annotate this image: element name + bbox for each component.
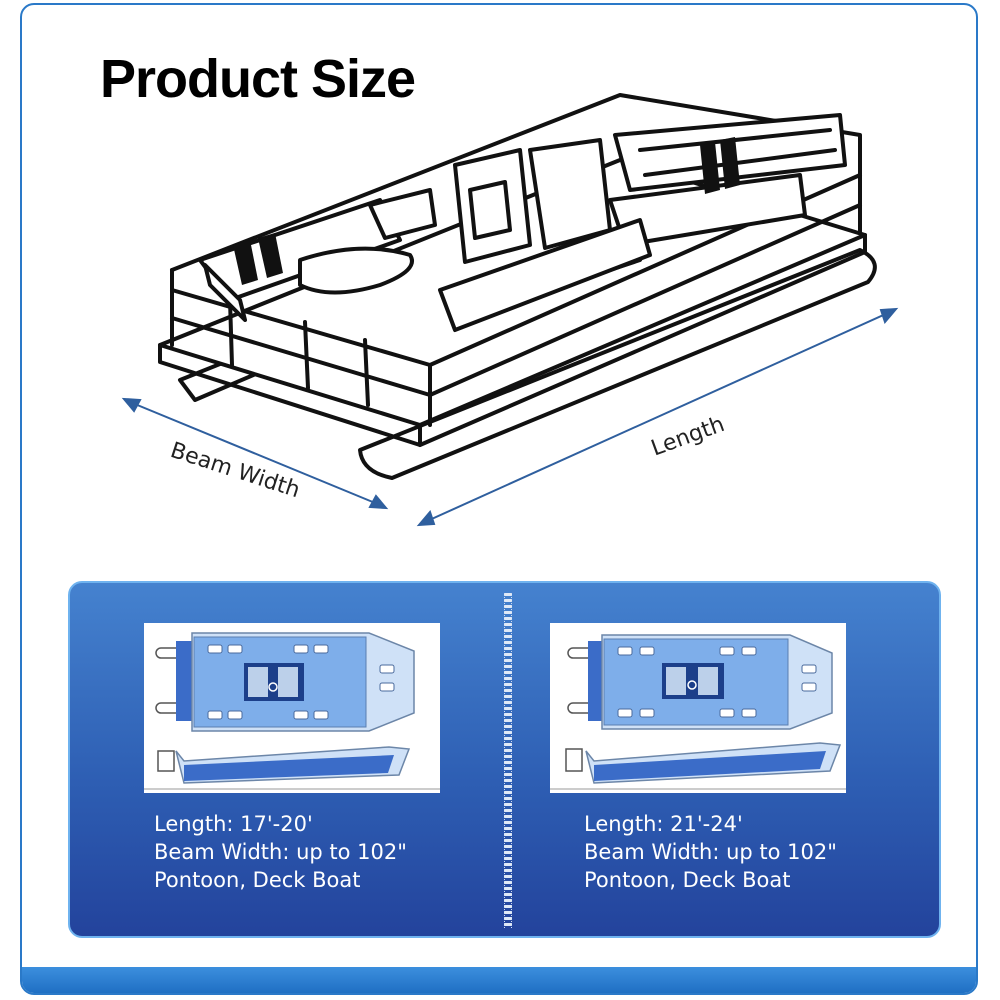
size-specs-small: Length: 17'-20' Beam Width: up to 102" P… — [154, 810, 407, 894]
pontoon-boat-illustration — [121, 93, 899, 527]
bottom-band — [22, 967, 976, 993]
panel-divider — [504, 593, 512, 928]
size-card-small — [144, 623, 440, 793]
spec-boat-type: Pontoon, Deck Boat — [584, 868, 791, 892]
size-specs-large: Length: 21'-24' Beam Width: up to 102" P… — [584, 810, 837, 894]
spec-length: Length: 17'-20' — [154, 812, 313, 836]
size-card-large — [550, 623, 846, 793]
spec-boat-type: Pontoon, Deck Boat — [154, 868, 361, 892]
spec-beam-width: Beam Width: up to 102" — [584, 840, 837, 864]
size-options-panel: Length: 17'-20' Beam Width: up to 102" P… — [68, 581, 941, 938]
page-title: Product Size — [100, 49, 416, 109]
boat-diagram-large — [550, 634, 846, 790]
spec-beam-width: Beam Width: up to 102" — [154, 840, 407, 864]
spec-length: Length: 21'-24' — [584, 812, 743, 836]
boat-diagram-small — [144, 632, 440, 790]
